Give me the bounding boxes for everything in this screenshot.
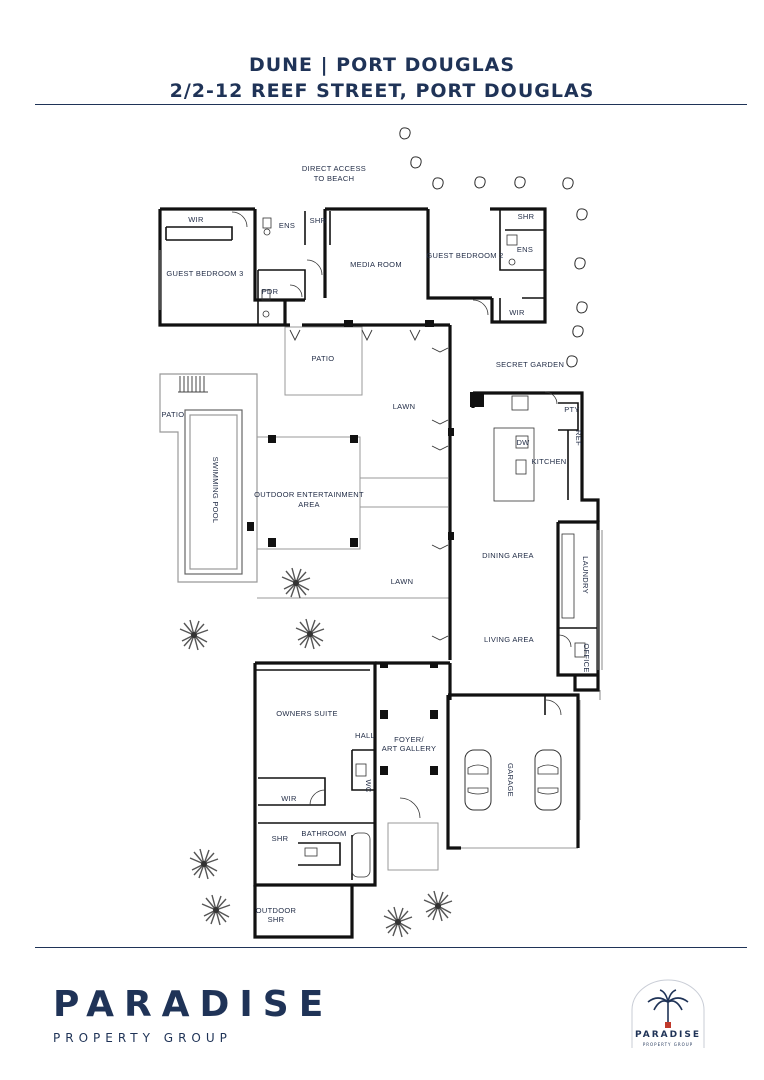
label-laundry: LAUNDRY (581, 556, 590, 594)
walls (158, 207, 600, 939)
label-direct-access-2: TO BEACH (314, 174, 355, 183)
fixtures (261, 217, 586, 878)
label-shr-right: SHR (518, 212, 535, 221)
pool-deck (159, 373, 258, 583)
label-patio-pool: PATIO (162, 410, 185, 419)
label-media-room: MEDIA ROOM (350, 260, 402, 269)
label-pdr: PDR (262, 287, 279, 296)
label-dw: DW (516, 438, 530, 447)
label-pty: PTY (564, 405, 580, 414)
label-kitchen: KITCHEN (531, 457, 566, 466)
label-shr-left: SHR (310, 216, 327, 225)
paradise-logo (631, 979, 705, 1048)
outdoor-areas (256, 326, 581, 871)
brand-subtitle: PROPERTY GROUP (53, 1031, 232, 1045)
label-ens-left: ENS (279, 221, 295, 230)
label-hall: HALL (355, 731, 375, 740)
label-guest-bedroom-2: GUEST BEDROOM 2 (426, 251, 503, 260)
label-outdoor-ent-2: AREA (298, 500, 320, 509)
label-office: OFFICE (582, 643, 591, 672)
plan-header: DUNE | PORT DOUGLAS 2/2-12 REEF STREET, … (0, 52, 764, 104)
bifold-doors (289, 329, 449, 641)
label-owners-suite: OWNERS SUITE (276, 709, 338, 718)
property-title: DUNE | PORT DOUGLAS (248, 54, 516, 76)
label-foyer-1: FOYER/ (394, 735, 424, 744)
label-garage: GARAGE (506, 763, 515, 797)
label-wir-right: WIR (509, 308, 525, 317)
doors (231, 211, 572, 819)
property-address: 2/2-12 REEF STREET, PORT DOUGLAS (169, 80, 595, 102)
bottom-divider (35, 947, 747, 948)
interior-walls (165, 210, 598, 880)
label-lawn-top: LAWN (393, 402, 416, 411)
label-direct-access-1: DIRECT ACCESS (302, 164, 366, 173)
label-bathroom: BATHROOM (301, 829, 346, 838)
room-labels: DIRECT ACCESS TO BEACH WIR ENS SHR GUEST… (162, 164, 591, 924)
brand-block: PARADISE PROPERTY GROUP (53, 984, 334, 1046)
columns (247, 320, 484, 775)
label-wir-top: WIR (188, 215, 204, 224)
label-wir-owner: WIR (281, 794, 297, 803)
label-lawn-bottom: LAWN (391, 577, 414, 586)
label-shr-owner: SHR (272, 834, 289, 843)
logo-subtitle: PROPERTY GROUP (642, 1042, 694, 1047)
label-patio-top: PATIO (312, 354, 335, 363)
label-outdoor-shr-1: OUTDOOR (256, 906, 297, 915)
label-ref: REF (574, 430, 583, 446)
label-outdoor-ent-1: OUTDOOR ENTERTAINMENT (254, 490, 364, 499)
label-living-area: LIVING AREA (484, 635, 534, 644)
label-secret-garden: SECRET GARDEN (496, 360, 564, 369)
palm-logo-icon (647, 989, 689, 1022)
label-foyer-2: ART GALLERY (382, 744, 437, 753)
label-wc: WC (364, 779, 373, 792)
label-guest-bedroom-3: GUEST BEDROOM 3 (166, 269, 243, 278)
logo-name: PARADISE (634, 1030, 702, 1040)
brand-name: PARADISE (53, 984, 334, 1025)
windows (159, 250, 603, 700)
top-divider (35, 104, 747, 105)
label-ens-right: ENS (517, 245, 533, 254)
label-swimming-pool: SWIMMING POOL (211, 457, 220, 524)
label-dining-area: DINING AREA (482, 551, 534, 560)
label-outdoor-shr-2: SHR (268, 915, 285, 924)
